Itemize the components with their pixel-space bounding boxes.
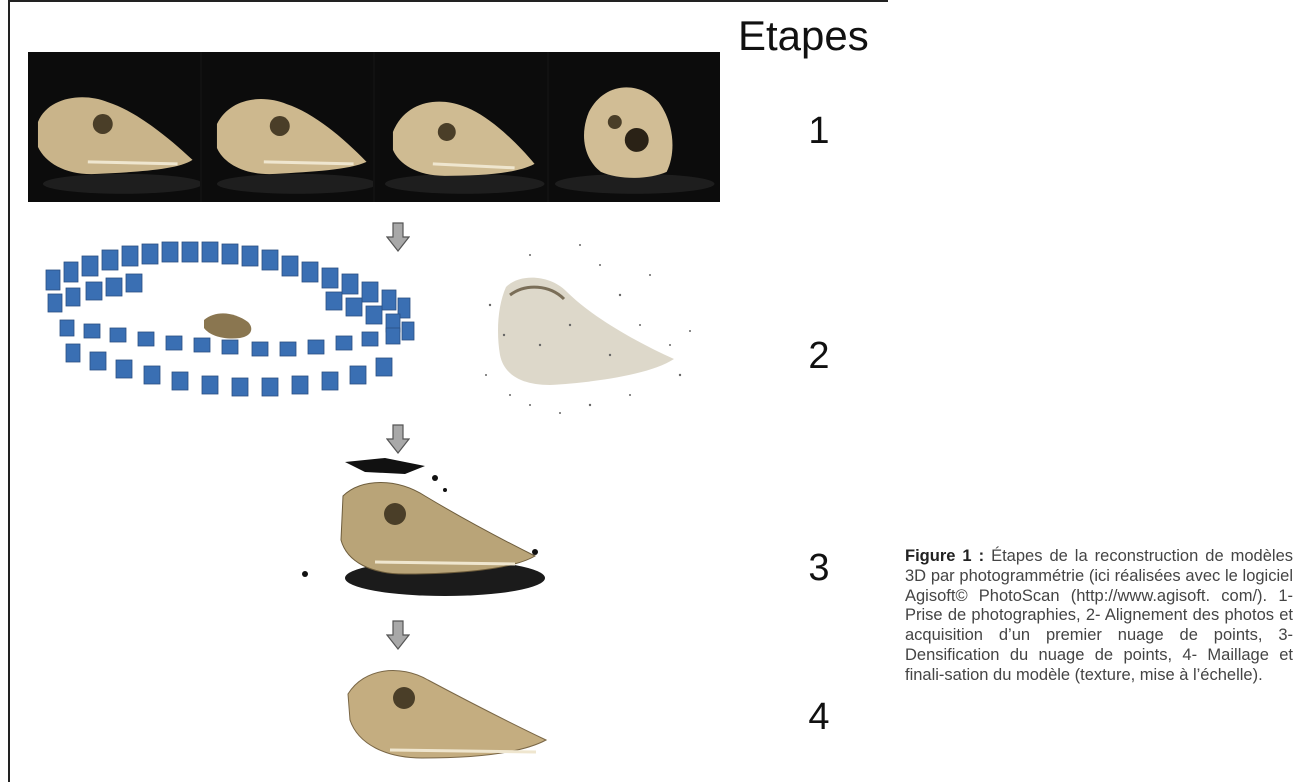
skull-photo-4	[549, 52, 721, 202]
dense-point-cloud-skull	[295, 452, 565, 624]
stage-number-1: 1	[799, 110, 839, 153]
down-arrow-icon	[386, 620, 410, 650]
photo-strip	[28, 52, 720, 202]
skull-photo-3-image	[375, 52, 547, 202]
down-arrow-icon	[386, 424, 410, 454]
stage-number-3: 3	[799, 547, 839, 590]
figure-caption: Figure 1 : Étapes de la reconstruction d…	[905, 547, 1293, 686]
camera-alignment-ring	[26, 232, 436, 412]
skull-photo-4-image	[549, 52, 721, 202]
skull-photo-1-image	[28, 52, 200, 202]
textured-skull-model	[340, 654, 580, 774]
skull-photo-3	[375, 52, 547, 202]
skull-photo-2	[202, 52, 374, 202]
caption-label: Figure 1 :	[905, 547, 984, 565]
skull-photo-1	[28, 52, 200, 202]
caption-text: Étapes de la reconstruction de modèles 3…	[905, 547, 1293, 684]
sparse-point-cloud	[470, 235, 710, 425]
stage-number-2: 2	[799, 335, 839, 378]
etapes-title: Etapes	[738, 12, 869, 60]
stage-number-4: 4	[799, 696, 839, 739]
skull-photo-2-image	[202, 52, 374, 202]
